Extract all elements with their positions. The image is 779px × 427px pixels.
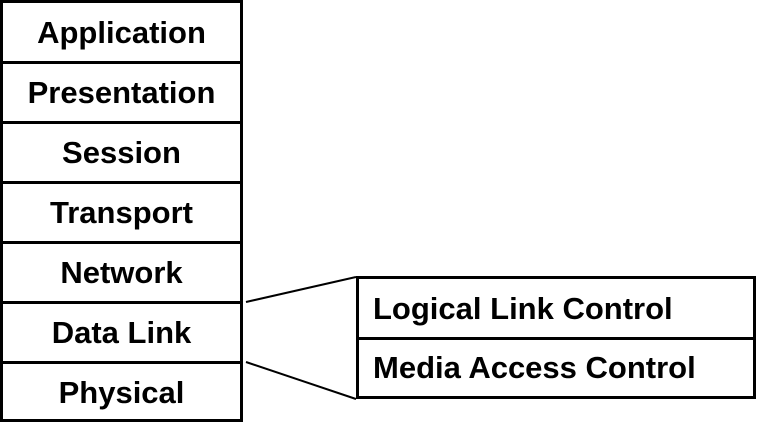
layer-data-link: Data Link: [3, 301, 240, 361]
sublayer-logical-link-control: Logical Link Control: [373, 290, 673, 326]
layer-session: Session: [3, 121, 240, 181]
layer-presentation: Presentation: [3, 61, 240, 121]
connector-line-bottom: [245, 361, 357, 400]
layer-network: Network: [3, 241, 240, 301]
data-link-sublayer-box: Logical Link Control Media Access Contro…: [356, 276, 756, 399]
layer-application: Application: [37, 15, 206, 50]
osi-layer-stack: Application Presentation Session Transpo…: [0, 0, 243, 422]
layer-physical: Physical: [3, 361, 240, 421]
sublayer-media-access-control: Media Access Control: [359, 337, 753, 396]
layer-transport: Transport: [3, 181, 240, 241]
connector-line-top: [245, 276, 357, 303]
